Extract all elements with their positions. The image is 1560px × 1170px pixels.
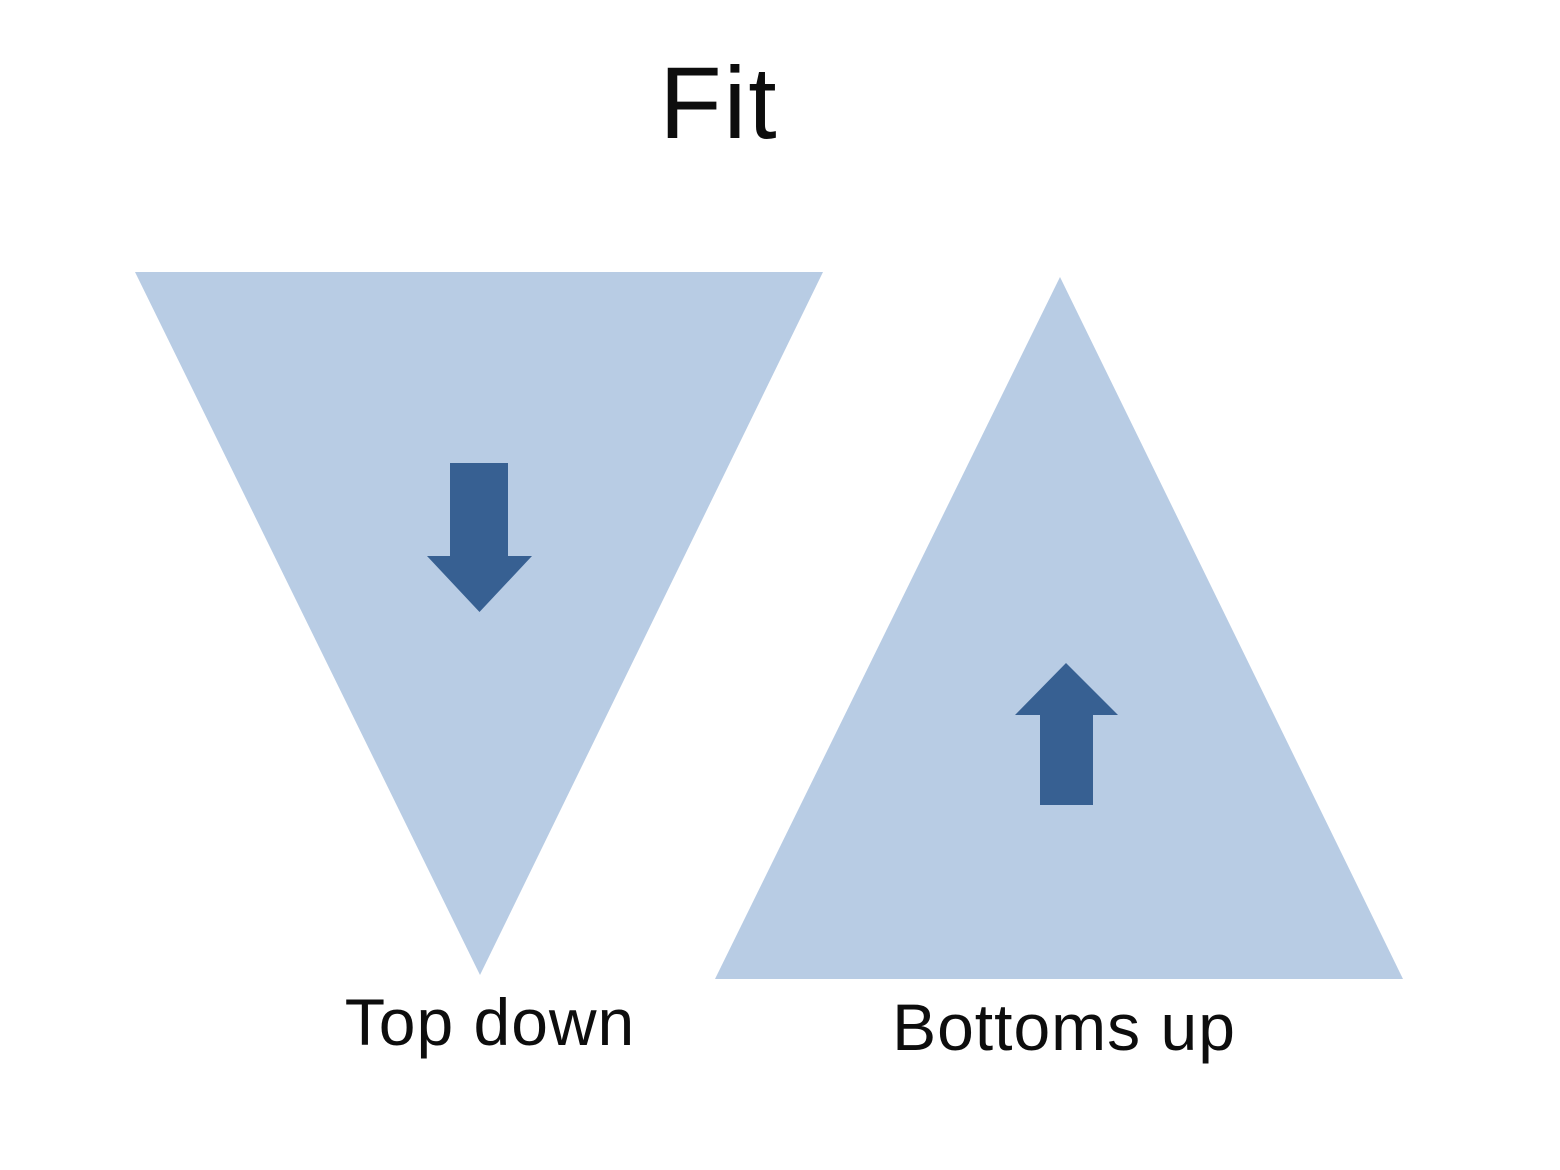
top-down-triangle xyxy=(135,272,823,975)
slide-title: Fit xyxy=(659,46,779,160)
bottoms-up-label: Bottoms up xyxy=(892,990,1236,1064)
bottoms-up-triangle xyxy=(715,277,1403,979)
down-arrow-icon xyxy=(427,463,532,612)
up-arrow-icon xyxy=(1015,663,1118,805)
top-down-label: Top down xyxy=(344,985,636,1059)
